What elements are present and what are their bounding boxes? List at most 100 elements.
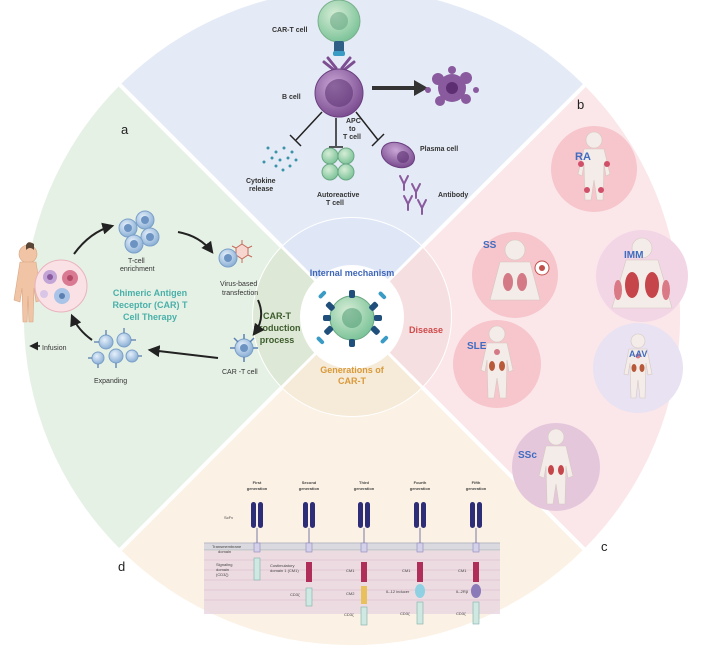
center-production-line3: process [260,335,295,345]
gen3-cm1-domain [361,562,367,582]
center-car-t-cell [316,290,389,347]
transmembrane-domain-icons [253,542,480,553]
cytokine-line1: Cytokine [246,178,276,185]
therapy-title-line2: Receptor (CAR) T [112,300,188,310]
scfv-label: ScFv [224,515,233,520]
gen1-heading-line2: generation [247,486,268,491]
plasma-cell-icon [381,141,415,169]
transmembrane-label-line2: domain [218,549,231,554]
gen4-cd3z-label: CD3ζ [400,611,410,616]
gen4-heading-line2: generation [410,486,431,491]
therapy-title-line1: Chimeric Antigen [113,288,187,298]
expanding-label: Expanding [94,378,127,385]
therapy-title-line3: Cell Therapy [123,312,177,322]
gen3-cm2-label: CM2 [346,591,355,596]
patient-figure-icon [13,244,43,323]
disease-aav: AAV [593,323,683,413]
car-t-cell-product-icon [230,334,258,362]
apc-line1: APC [346,118,361,125]
disease-ssc: SSc [512,423,600,511]
gen1-cd3z-domain [253,557,261,581]
disease-imm-label: IMM [624,250,643,261]
plasma-cell-label: Plasma cell [420,146,458,153]
panel-letter-d: d [118,559,125,574]
gen5-heading-line1: Fifth [472,480,481,485]
autoreactive-line2: T cell [326,200,344,207]
receptor-hinge-lines [256,528,477,543]
cytoplasm-band [204,551,500,614]
gen2-heading-line2: generation [299,486,320,491]
receptor-scfv-icons [251,502,482,528]
apoptotic-cell-icon [425,66,479,106]
b-cell-icon [314,56,364,118]
antibody-icon [399,175,427,215]
gen5-cd3z-label: CD3ζ [456,611,466,616]
cytokine-line2: release [249,186,273,193]
disease-imm: IMM [596,230,688,322]
blood-sample-icon [34,259,88,313]
apc-line3: T cell [343,134,361,141]
car-t-cell-product-label: CAR -T cell [222,369,258,376]
gen3-cd3z-label: CD3ζ [344,612,354,617]
antibody-label: Antibody [438,192,468,199]
gen2-cd3z-label: CD3ζ [290,592,300,597]
panel-a-background [23,85,352,549]
gen2-cd3z-domain [305,587,313,607]
gen4-cd3z-domain [416,601,424,625]
panel-d: First generation Second generation Third… [204,480,500,626]
autoreactive-t-cell-icon [321,147,355,181]
disease-aav-label: AAV [629,349,647,359]
center-generations-line1: Generations of [320,365,385,375]
gen5-il2rb-label: IL-2Rβ [456,589,469,594]
costim-label-line1: Costimulatory [270,563,294,568]
gen5-cd3z-domain [472,601,480,625]
cell-membrane [204,543,500,550]
panel-b: CAR-T cell B cell APC to T cell [246,0,479,215]
disease-sle-label: SLE [467,341,487,352]
panel-letter-c: c [601,539,608,554]
signaling-label-line1: Signaling [216,562,232,567]
gen2-heading-line1: Second [302,480,317,485]
signaling-label-line3: (CD3ζ) [216,572,229,577]
gen4-il12-domain [415,584,425,598]
disease-ra-label: RA [575,151,591,163]
t-cell-enrichment-icon [118,210,160,254]
gen4-cm1-domain [417,562,423,582]
disease-ra: RA [551,126,637,212]
infusion-label: Infusion [42,345,67,352]
center-disease: Disease [409,325,443,335]
panel-a: T-cell enrichment Virus-based transfecti… [13,210,265,385]
center-wheel: Internal mechanism Disease Generations o… [252,217,452,417]
b-cell-label: B cell [282,94,301,101]
gen2-cm1-domain [306,562,312,582]
signaling-label-line2: domain [216,567,229,572]
gen3-cm2-domain [361,586,367,604]
gen3-cd3z-domain [360,606,368,626]
autoreactive-line1: Autoreactive [317,192,360,199]
panel-letter-b: b [577,97,584,112]
gen4-il12-label: IL-12 inducer [386,589,410,594]
apc-line2: to [349,126,356,133]
center-internal-mechanism: Internal mechanism [310,268,395,278]
car-t-cell-label: CAR-T cell [272,27,307,34]
virus-transfection-line2: transfection [222,290,258,297]
transmembrane-label-line1: Transmembrane [212,544,242,549]
gen4-cm1-label: CM1 [402,568,411,573]
gen5-cm1-label: CM1 [458,568,467,573]
disease-sle: SLE [453,320,541,408]
gen4-heading-line1: Fourth [414,480,427,485]
gen5-cm1-domain [473,562,479,582]
gen5-il2rb-domain [471,584,481,598]
gen3-cm1-label: CM1 [346,568,355,573]
costim-label-line2: domain 1 (CM1) [270,568,299,573]
center-generations-line2: CAR-T [338,376,366,386]
virus-transfection-line1: Virus-based [220,281,257,288]
gen3-heading-line1: Third [359,480,370,485]
inhibition-lines [289,111,385,148]
cytokine-icon [262,146,298,172]
disease-ssc-label: SSc [518,450,537,461]
center-production-line2: production [254,323,301,333]
t-cell-enrichment-line1: T-cell [128,258,145,265]
gen3-heading-line2: generation [354,486,375,491]
